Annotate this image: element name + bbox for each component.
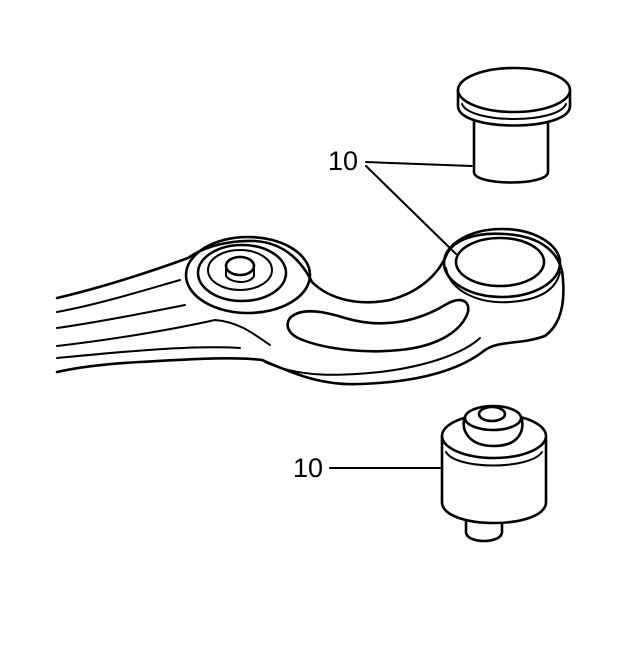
lower-bushing-body-crease bbox=[445, 451, 543, 467]
upper-bushing-shank bbox=[472, 118, 550, 184]
control-arm-tube-line-4 bbox=[56, 346, 241, 359]
callout-lower: 10 bbox=[293, 453, 441, 483]
control-arm-bottom-edge bbox=[55, 334, 547, 386]
upper-bushing bbox=[456, 66, 572, 184]
inner-boss-stud-side bbox=[225, 265, 255, 283]
inner-boss-stud bbox=[224, 255, 256, 277]
bushing-eye-bore bbox=[454, 236, 546, 288]
lower-bushing-sleeve bbox=[477, 405, 507, 423]
upper-bushing-top bbox=[456, 66, 572, 114]
callout-label-lower: 10 bbox=[293, 453, 323, 483]
inner-boss-ring bbox=[196, 243, 288, 303]
inner-boss-face bbox=[207, 249, 273, 291]
upper-bushing-flange-edge bbox=[461, 103, 567, 120]
lower-bushing bbox=[440, 404, 548, 543]
callout-label-upper: 10 bbox=[328, 146, 358, 176]
leader-line-upper-to-eye bbox=[365, 165, 457, 255]
control-arm-slot bbox=[286, 298, 470, 353]
control-arm-tube-line-3 bbox=[56, 319, 271, 347]
bushing-eye-side bbox=[445, 267, 561, 304]
control-arm-lower-contour bbox=[264, 337, 481, 376]
leader-line-upper-to-bushing bbox=[365, 161, 473, 167]
inner-boss-outer bbox=[184, 235, 312, 315]
control-arm-top-edge bbox=[55, 232, 565, 338]
control-arm bbox=[55, 227, 565, 386]
callout-upper: 10 bbox=[328, 146, 473, 255]
control-arm-tube-line-2 bbox=[56, 304, 186, 329]
bushing-eye-outer bbox=[442, 227, 562, 299]
lower-bushing-body bbox=[440, 434, 548, 525]
control-arm-tube-line-1 bbox=[56, 279, 181, 313]
